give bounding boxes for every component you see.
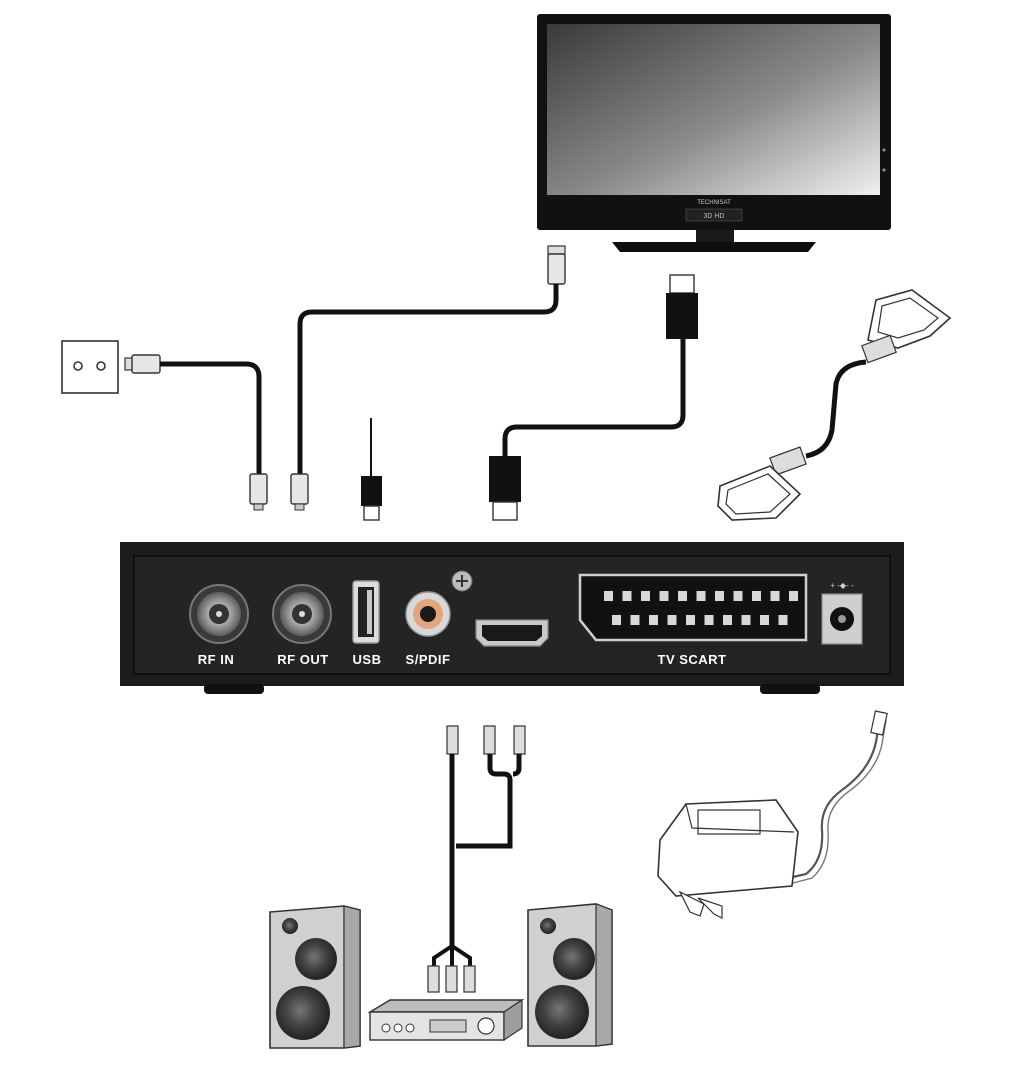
- scart-pin: [612, 615, 621, 625]
- rca-audio-cable: [427, 725, 526, 993]
- power-adapter: [657, 710, 888, 919]
- scart-pin: [667, 615, 677, 625]
- socket-hole-icon: [73, 361, 83, 371]
- tv-screen: [547, 24, 880, 195]
- midrange-icon: [295, 938, 337, 980]
- tv-badge-panel: [685, 208, 743, 222]
- tv-side-button-icon: [882, 148, 886, 152]
- scart-pin: [696, 591, 706, 601]
- rf-in-label: RF IN: [198, 652, 234, 667]
- dc-in-port[interactable]: [821, 593, 863, 645]
- receiver-rear-panel: RF IN RF OUT USB S/PDIF: [120, 542, 904, 694]
- scart-pin: [723, 615, 732, 625]
- usb-port[interactable]: [352, 580, 380, 644]
- scart-pin: [778, 615, 788, 625]
- socket-hole-icon: [96, 361, 106, 371]
- right-speaker: [527, 903, 613, 1047]
- rf-in-port[interactable]: [189, 584, 249, 644]
- scart-port[interactable]: [578, 573, 808, 642]
- receiver-foot: [204, 684, 264, 694]
- scart-pins: [604, 591, 798, 625]
- usb-label: USB: [353, 652, 382, 667]
- scart-pin: [789, 591, 798, 601]
- scart-pin: [659, 591, 669, 601]
- rf-out-port[interactable]: [272, 584, 332, 644]
- left-speaker: [269, 905, 361, 1049]
- scart-pin: [733, 591, 743, 601]
- spdif-port[interactable]: [405, 591, 451, 637]
- dc-polarity-symbol: + -◆- -: [830, 581, 854, 590]
- woofer-icon: [535, 985, 589, 1039]
- hdmi-cable: [489, 274, 698, 521]
- scart-pin: [678, 591, 687, 601]
- scart-cable: [717, 289, 952, 521]
- antenna-cable: [124, 354, 268, 511]
- amp-knob-icon: [405, 1023, 415, 1033]
- television: TECHNISAT 3D HD: [537, 14, 891, 252]
- audio-amplifier: [367, 998, 525, 1042]
- scart-pin: [760, 615, 769, 625]
- spdif-label: S/PDIF: [406, 652, 451, 667]
- scart-pin: [649, 615, 658, 625]
- amp-display: [429, 1019, 467, 1033]
- usb-stick: [361, 418, 382, 521]
- tv-stand-base: [612, 242, 816, 252]
- scart-pin: [704, 615, 714, 625]
- tweeter-icon: [540, 918, 556, 934]
- tv-badge-label: 3D HD: [703, 213, 724, 220]
- amp-knob-icon: [381, 1023, 391, 1033]
- amp-volume-knob-icon: [477, 1017, 495, 1035]
- ground-screw-icon: [451, 570, 473, 592]
- hdmi-port[interactable]: [475, 619, 549, 647]
- midrange-icon: [553, 938, 595, 980]
- amp-knob-icon: [393, 1023, 403, 1033]
- scart-pin: [641, 591, 650, 601]
- tv-brand-label: TECHNISAT: [697, 200, 731, 206]
- scart-pin: [752, 591, 761, 601]
- scart-pin: [622, 591, 632, 601]
- rf-out-label: RF OUT: [277, 652, 328, 667]
- receiver-foot: [760, 684, 820, 694]
- woofer-icon: [276, 986, 330, 1040]
- scart-pin: [770, 591, 780, 601]
- scart-pin: [715, 591, 724, 601]
- tv-scart-label: TV SCART: [658, 652, 727, 667]
- scart-pin: [686, 615, 695, 625]
- scart-pin: [741, 615, 751, 625]
- tv-side-button-icon: [882, 168, 886, 172]
- scart-pin: [604, 591, 613, 601]
- rf-out-to-tv-cable: [290, 245, 566, 511]
- wall-antenna-socket: [61, 340, 119, 394]
- tweeter-icon: [282, 918, 298, 934]
- tv-stand-neck: [696, 230, 734, 242]
- scart-pin: [630, 615, 640, 625]
